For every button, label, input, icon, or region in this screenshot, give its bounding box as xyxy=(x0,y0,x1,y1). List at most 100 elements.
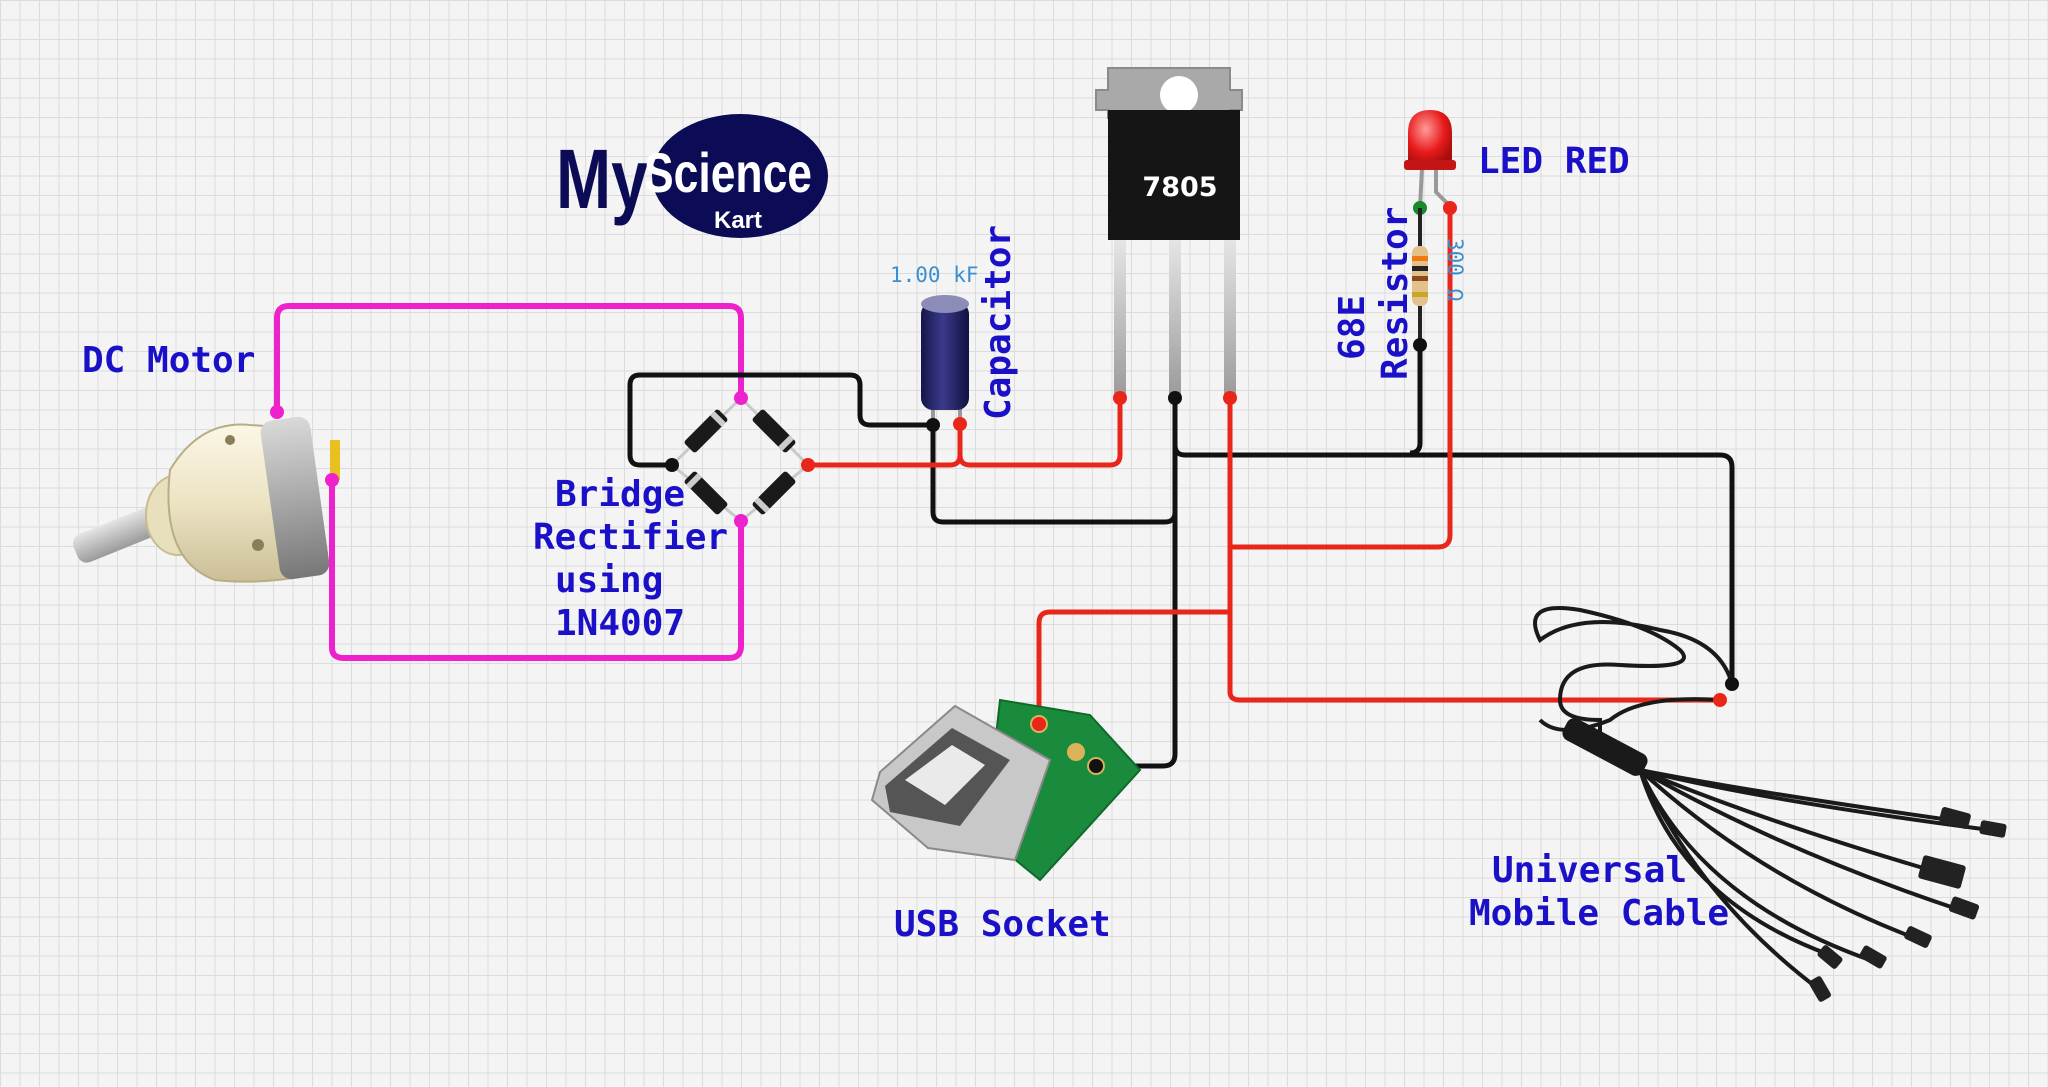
usb-socket xyxy=(870,698,1142,882)
capacitor-pin-neg xyxy=(926,418,940,432)
cable-connector xyxy=(1859,945,1887,969)
diode xyxy=(752,471,796,515)
cable-connector xyxy=(1817,945,1843,969)
wire-ac-bottom xyxy=(329,480,744,661)
cable-splitter xyxy=(1562,718,1648,776)
resistor-band xyxy=(1412,266,1428,271)
bridge-node-ac1 xyxy=(734,391,748,405)
motor-screw xyxy=(252,539,264,551)
logo: My Science Kart xyxy=(556,114,828,238)
resistor-node-bottom xyxy=(1413,338,1427,352)
cable-connector xyxy=(1939,807,1971,829)
label-capacitor: Capacitor xyxy=(978,225,1019,420)
regulator-pin-out xyxy=(1224,240,1236,398)
cable-branch xyxy=(1639,768,1931,872)
universal-mobile-cable xyxy=(1533,606,2007,1002)
wire-cap-neg xyxy=(930,398,1178,525)
label-cable-line2: Mobile Cable xyxy=(1469,893,1729,934)
resistor xyxy=(1412,208,1428,352)
regulator-node-gnd xyxy=(1168,391,1182,405)
usb-gnd-node xyxy=(1089,759,1103,773)
label-cable-line1: Universal xyxy=(1492,850,1687,891)
bridge-node-neg xyxy=(665,458,679,472)
wire-usb-gnd xyxy=(1096,455,1178,769)
cable-gnd-node xyxy=(1725,677,1739,691)
diode xyxy=(684,409,728,453)
logo-word-kart: Kart xyxy=(714,207,762,234)
cable-connector xyxy=(1918,855,1966,889)
led-anode-lead xyxy=(1434,168,1452,208)
motor-tab xyxy=(330,440,340,480)
cable-branch xyxy=(1638,768,1921,942)
usb-vbus-node xyxy=(1032,717,1046,731)
label-capacitor-value: 1.00 kF xyxy=(890,263,979,287)
label-bridge-line4: 1N4007 xyxy=(555,603,685,644)
cable-connector xyxy=(1948,896,1980,920)
regulator-label: 7805 xyxy=(1142,172,1217,203)
usb-pad xyxy=(1067,743,1085,761)
label-led: LED RED xyxy=(1478,141,1630,182)
regulator-node-out xyxy=(1223,391,1237,405)
cable-wire xyxy=(1538,697,1721,732)
label-resistor-line2: Resistor xyxy=(1375,207,1416,380)
cable-connector xyxy=(1979,820,2007,838)
voltage-regulator-7805: 7805 xyxy=(1095,67,1243,405)
label-bridge-line3: using xyxy=(555,560,663,601)
cable-branch xyxy=(1639,768,1991,832)
logo-word-my: My xyxy=(556,132,648,226)
regulator-pin-gnd xyxy=(1169,240,1181,398)
label-resistor-value: 300 Ω xyxy=(1443,238,1467,301)
cable-branch xyxy=(1638,769,1822,992)
capacitor-body xyxy=(921,302,969,410)
usb-tongue xyxy=(905,745,985,805)
motor-screw xyxy=(225,435,235,445)
resistor-band xyxy=(1412,276,1428,281)
wire-ground-bus xyxy=(1172,398,1735,684)
cable-connector xyxy=(1904,926,1932,948)
diode xyxy=(752,409,796,453)
wire-ac-top xyxy=(274,303,744,412)
wire-led-anode xyxy=(1230,208,1453,550)
regulator-body xyxy=(1108,110,1240,240)
logo-word-science: Science xyxy=(644,141,812,204)
regulator-mount-hole xyxy=(1160,76,1198,114)
cable-coil xyxy=(1533,606,1734,752)
wire-usb-vbus xyxy=(1036,609,1230,724)
led-base xyxy=(1404,160,1456,170)
motor-terminal-1 xyxy=(270,405,284,419)
cable-connector xyxy=(1809,976,1831,1002)
wire-resistor-gnd xyxy=(1409,345,1423,456)
capacitor-pin-pos xyxy=(953,417,967,431)
resistor-band xyxy=(1412,256,1428,261)
motor-terminal-2 xyxy=(325,473,339,487)
bridge-node-pos xyxy=(801,458,815,472)
bridge-frame xyxy=(669,395,811,523)
label-usb: USB Socket xyxy=(894,904,1111,945)
wire-bridge-neg xyxy=(627,372,933,468)
led-red xyxy=(1404,110,1457,215)
led-anode-node xyxy=(1443,201,1457,215)
capacitor-top xyxy=(921,295,969,313)
wire-reg-out xyxy=(1227,398,1720,703)
bridge-node-ac2 xyxy=(734,514,748,528)
regulator-pin-in xyxy=(1114,240,1126,398)
labels: DC Motor Bridge Rectifier using 1N4007 1… xyxy=(82,141,1729,945)
resistor-band xyxy=(1412,292,1428,297)
wires xyxy=(274,208,1735,769)
capacitor xyxy=(921,295,969,432)
bridge-rectifier xyxy=(665,391,815,528)
label-bridge-line1: Bridge xyxy=(555,474,685,515)
cable-branch xyxy=(1639,768,1961,912)
regulator-node-in xyxy=(1113,391,1127,405)
label-dc-motor: DC Motor xyxy=(82,340,255,381)
motor-can xyxy=(260,416,330,580)
label-bridge-line2: Rectifier xyxy=(533,517,728,558)
cable-vcc-node xyxy=(1713,693,1727,707)
dc-motor xyxy=(73,405,340,583)
diode xyxy=(684,471,728,515)
wire-cap-pos-reg-in xyxy=(957,398,1123,468)
logo-ellipse xyxy=(652,114,828,238)
label-resistor-line1: 68E xyxy=(1332,295,1373,360)
led-bulb xyxy=(1408,110,1452,165)
